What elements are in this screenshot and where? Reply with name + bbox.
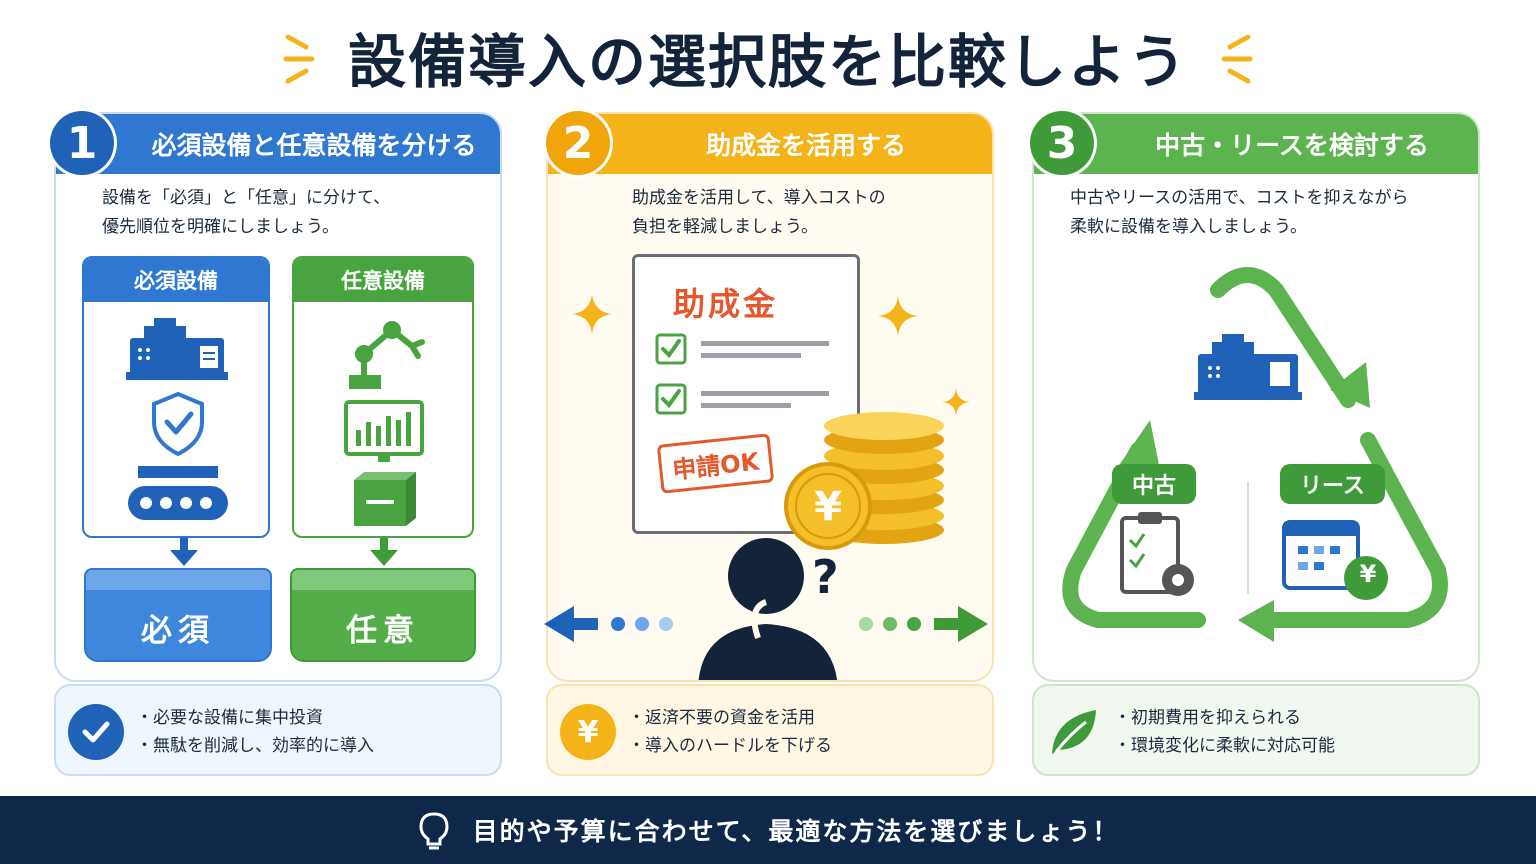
step-number-badge: 2 bbox=[543, 108, 613, 178]
card-header: 中古・リースを検討する bbox=[1034, 114, 1478, 174]
desc-line: 優先順位を明確にしましょう。 bbox=[102, 217, 339, 237]
step-number-badge: 1 bbox=[47, 108, 117, 178]
benefit-item: ・無駄を削減し、効率的に導入 bbox=[136, 736, 374, 756]
required-equipment-illustration bbox=[126, 318, 228, 520]
card-subsidy: 助成金を活用する 助成金を活用して、導入コストの 負担を軽減しましょう。 助成金… bbox=[546, 112, 994, 682]
sparkle-left-icon bbox=[283, 34, 315, 84]
card-description: 中古やリースの活用で、コストを抑えながら 柔軟に設備を導入しましょう。 bbox=[1070, 184, 1408, 242]
coin-stack-icon bbox=[784, 412, 944, 550]
yen-circle-icon: ¥ bbox=[560, 704, 616, 760]
card-required-optional: 必須設備と任意設備を分ける 設備を「必須」と「任意」に分けて、 優先順位を明確に… bbox=[54, 112, 502, 682]
optional-equipment-label: 任意設備 bbox=[294, 258, 472, 302]
card-description: 設備を「必須」と「任意」に分けて、 優先順位を明確にしましょう。 bbox=[102, 184, 390, 242]
conveyor-icon bbox=[128, 466, 228, 520]
sparkle-icon bbox=[942, 388, 970, 416]
optional-equipment-box: 任意設備 bbox=[292, 256, 474, 538]
calendar-icon bbox=[1282, 520, 1388, 600]
card-heading: 助成金を活用する bbox=[705, 131, 906, 160]
lightbulb-icon bbox=[419, 812, 449, 850]
benefit-item: ・導入のハードルを下げる bbox=[628, 736, 832, 756]
footer-banner: 目的や予算に合わせて、最適な方法を選びましょう！ bbox=[0, 796, 1536, 864]
title-bar: 設備導入の選択肢を比較しよう bbox=[0, 14, 1536, 100]
document-title: 助成金 bbox=[673, 285, 779, 323]
clipboard-gear-icon bbox=[1120, 512, 1194, 596]
machine-icon bbox=[126, 318, 228, 380]
page-title: 設備導入の選択肢を比較しよう bbox=[347, 28, 1188, 96]
checklist-icon bbox=[655, 333, 829, 415]
thinking-person-icon bbox=[698, 538, 838, 680]
lease-tag: リース bbox=[1280, 464, 1385, 504]
step-number-badge: 3 bbox=[1027, 108, 1097, 178]
desc-line: 中古やリースの活用で、コストを抑えながら bbox=[1070, 188, 1409, 208]
required-equipment-label: 必須設備 bbox=[84, 258, 268, 302]
sparkle-icon bbox=[878, 296, 918, 336]
benefit-item: ・必要な設備に集中投資 bbox=[136, 708, 323, 728]
required-bin: 必須 bbox=[84, 568, 272, 662]
benefit-list: ・返済不要の資金を活用 ・導入のハードルを下げる bbox=[628, 704, 832, 760]
question-mark: ? bbox=[812, 550, 839, 604]
benefit-list: ・初期費用を抑えられる ・環境変化に柔軟に対応可能 bbox=[1114, 704, 1335, 760]
arrow-right-icon bbox=[859, 606, 988, 642]
sparkle-icon bbox=[572, 294, 612, 334]
robot-arm-icon bbox=[349, 321, 425, 389]
required-equipment-box: 必須設備 bbox=[82, 256, 270, 538]
leaf-icon bbox=[1046, 704, 1102, 760]
approval-stamp: 申請OK bbox=[656, 433, 775, 494]
benefit-box: ¥ ・返済不要の資金を活用 ・導入のハードルを下げる bbox=[546, 684, 994, 776]
arrow-down-icon bbox=[370, 538, 398, 566]
machine-icon bbox=[1194, 334, 1302, 400]
benefit-box: ・必要な設備に集中投資 ・無駄を削減し、効率的に導入 bbox=[54, 684, 502, 776]
check-circle-icon bbox=[68, 704, 124, 760]
yen-symbol: ¥ bbox=[814, 484, 842, 530]
box-icon bbox=[354, 472, 416, 526]
card-heading: 中古・リースを検討する bbox=[1155, 131, 1429, 160]
card-heading: 必須設備と任意設備を分ける bbox=[151, 131, 477, 160]
desc-line: 柔軟に設備を導入しましょう。 bbox=[1070, 217, 1307, 237]
card-used-lease: 中古・リースを検討する 中古やリースの活用で、コストを抑えながら 柔軟に設備を導… bbox=[1032, 112, 1480, 682]
benefit-item: ・環境変化に柔軟に対応可能 bbox=[1114, 736, 1335, 756]
card-header: 助成金を活用する bbox=[548, 114, 992, 174]
footer-message: 目的や予算に合わせて、最適な方法を選びましょう！ bbox=[472, 817, 1120, 846]
recycle-cycle-icon bbox=[1062, 267, 1448, 642]
benefit-list: ・必要な設備に集中投資 ・無駄を削減し、効率的に導入 bbox=[136, 704, 374, 760]
sparkle-right-icon bbox=[1221, 34, 1253, 84]
benefit-item: ・初期費用を抑えられる bbox=[1114, 708, 1301, 728]
arrow-left-icon bbox=[544, 606, 673, 642]
benefit-box: ・初期費用を抑えられる ・環境変化に柔軟に対応可能 bbox=[1032, 684, 1480, 776]
card-description: 助成金を活用して、導入コストの 負担を軽減しましょう。 bbox=[632, 184, 886, 242]
desc-line: 負担を軽減しましょう。 bbox=[632, 217, 818, 237]
shield-check-icon bbox=[152, 391, 204, 457]
used-tag: 中古 bbox=[1112, 464, 1197, 504]
desc-line: 助成金を活用して、導入コストの bbox=[632, 188, 886, 208]
optional-equipment-illustration bbox=[344, 321, 425, 526]
optional-bin: 任意 bbox=[290, 568, 476, 662]
card-header: 必須設備と任意設備を分ける bbox=[56, 114, 500, 174]
desc-line: 設備を「必須」と「任意」に分けて、 bbox=[102, 188, 391, 208]
arrow-down-icon bbox=[170, 538, 198, 566]
benefit-item: ・返済不要の資金を活用 bbox=[628, 708, 815, 728]
yen-symbol: ¥ bbox=[1359, 560, 1377, 588]
monitor-chart-icon bbox=[344, 400, 424, 462]
